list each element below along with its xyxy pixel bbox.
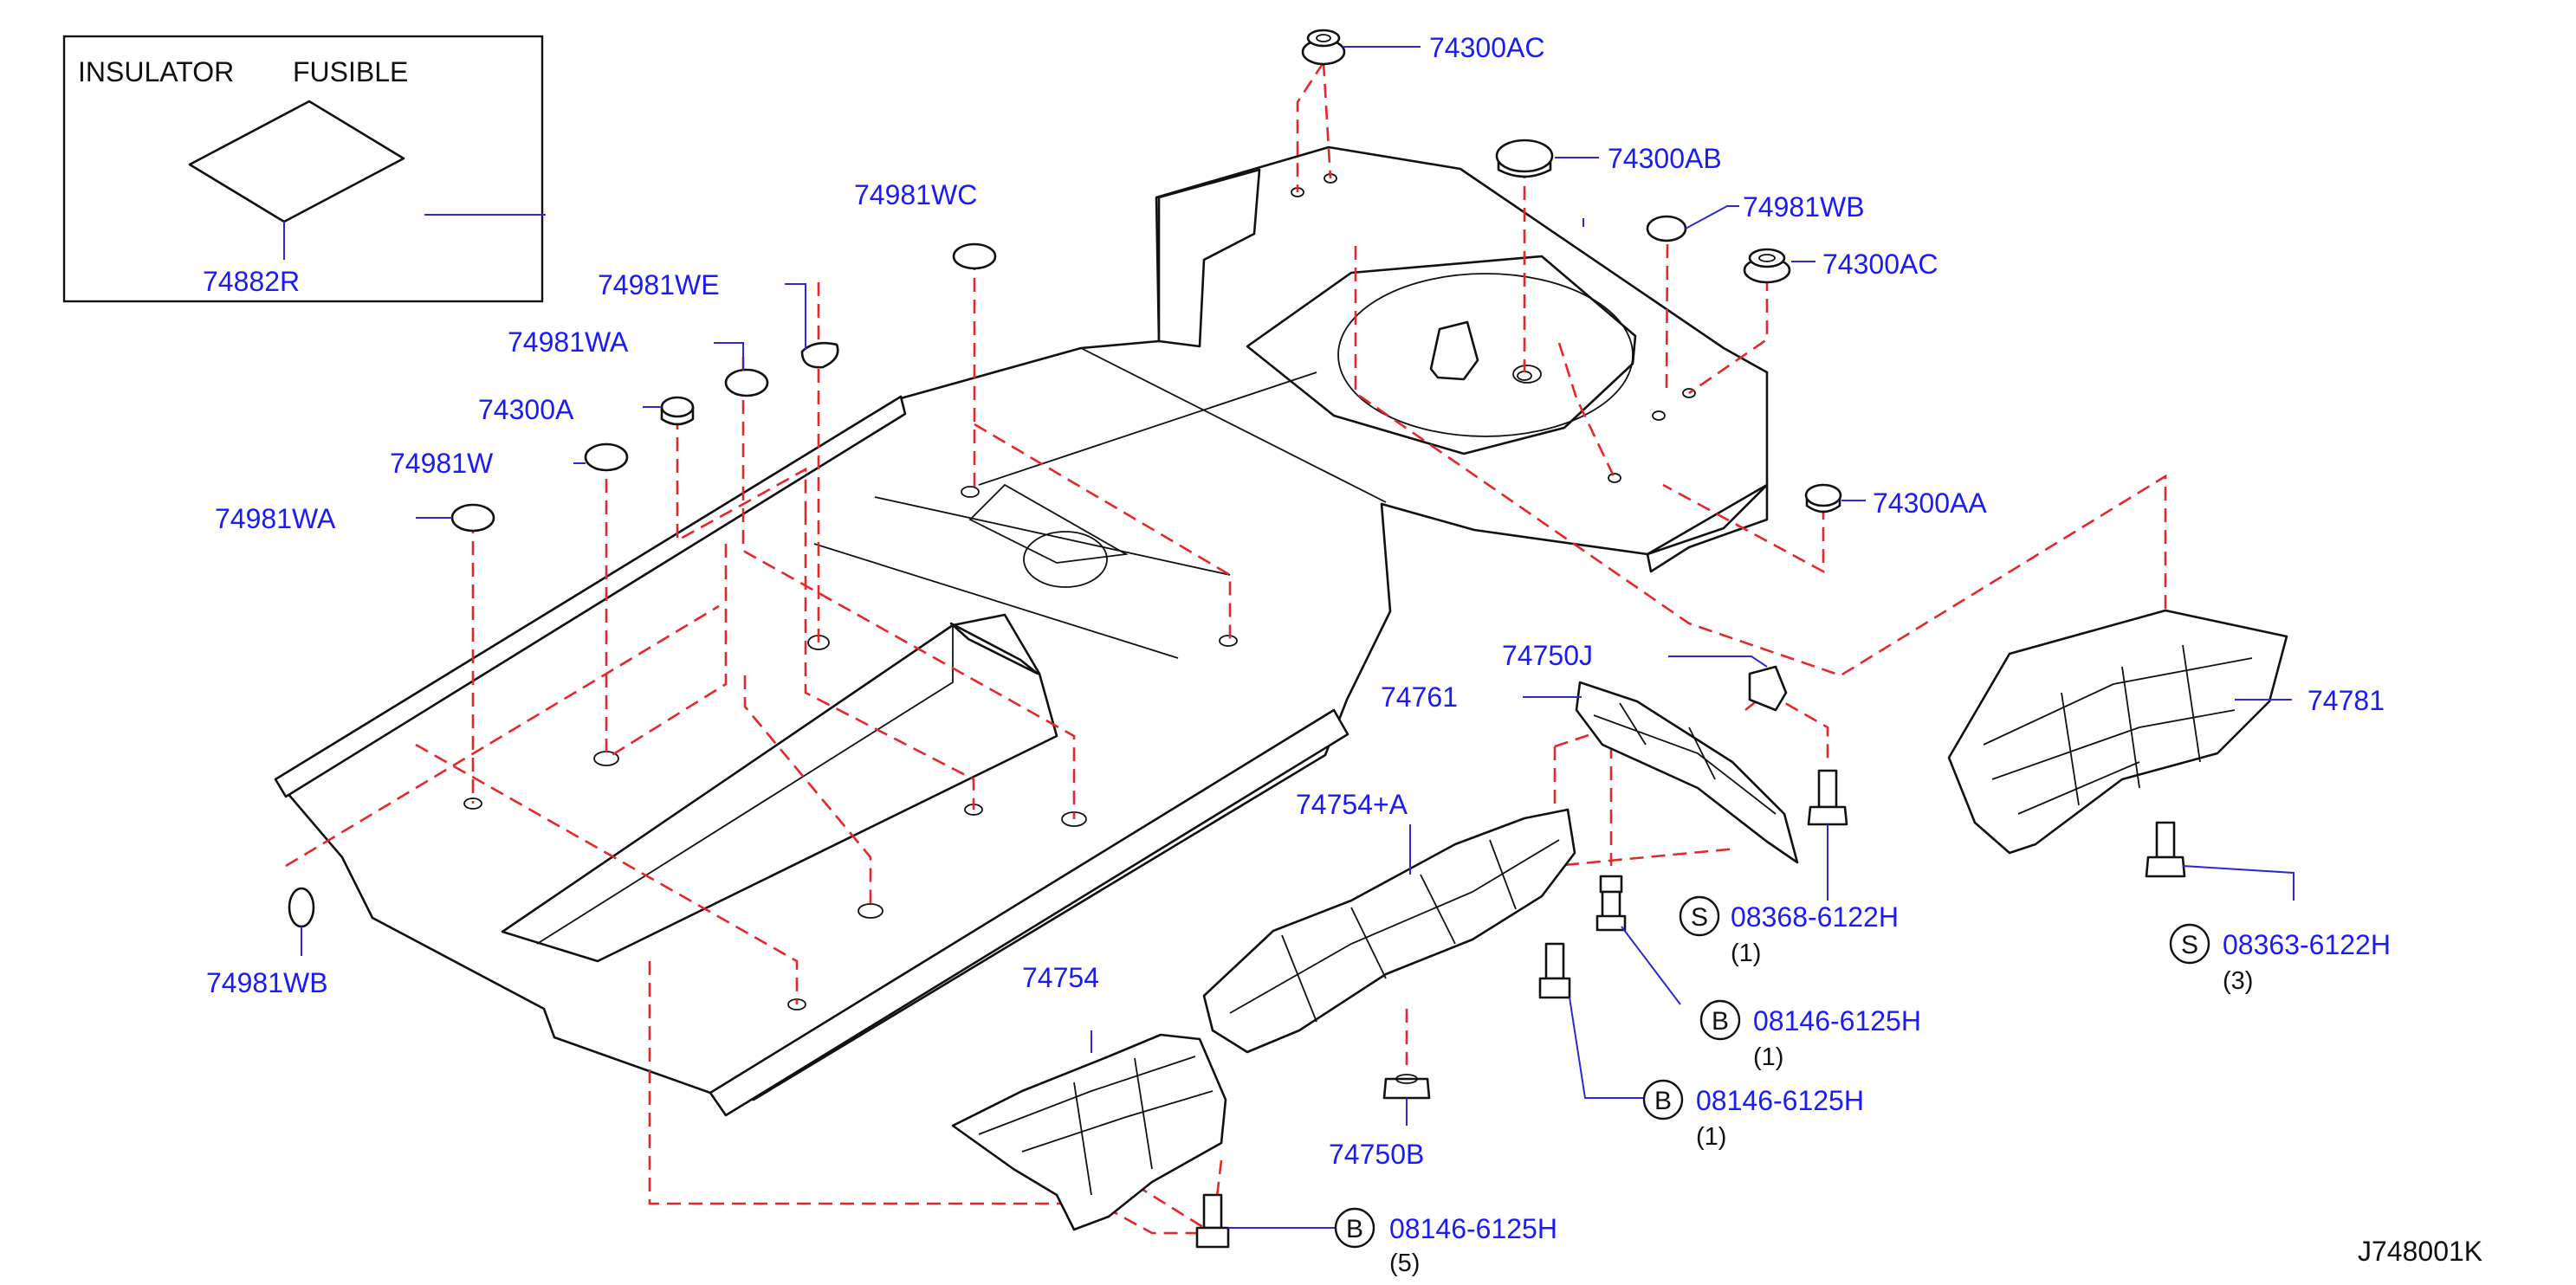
inset-box: INSULATOR FUSIBLE 74882R: [62, 35, 544, 303]
part-number-labels: 74300AC 74300AB 74981WB 74300AC 74981WC …: [206, 32, 2385, 1170]
inset-label-insulator: INSULATOR: [78, 56, 234, 87]
fastener-callouts: S 08368-6122H (1) S 08363-6122H (3) B 08…: [1334, 895, 2391, 1277]
part-number-74981WB-bottom[interactable]: 74981WB: [206, 967, 328, 998]
right-side-rail-shape: [709, 708, 1349, 1117]
part-number-74981WE[interactable]: 74981WE: [598, 269, 720, 300]
rear-floor-section-shape: [1157, 168, 1261, 348]
part-number-74300A[interactable]: 74300A: [478, 394, 574, 425]
plug-74300A-icon: [660, 396, 695, 426]
part-number-74981WC[interactable]: 74981WC: [854, 179, 977, 210]
fastener-part-number: 08146-6125H: [1696, 1085, 1864, 1116]
part-number-74761[interactable]: 74761: [1381, 681, 1458, 713]
grommet-74300AC-mid-icon: [1743, 248, 1791, 284]
fastener-b-08146-lower[interactable]: B 08146-6125H (5): [1334, 1207, 1557, 1277]
fastener-s-08363[interactable]: S 08363-6122H (3): [2169, 923, 2391, 995]
fastener-s-08368[interactable]: S 08368-6122H (1): [1679, 895, 1899, 967]
fastener-symbol: B: [1654, 1087, 1672, 1115]
plug-74300AB-icon: [1495, 139, 1554, 178]
drawing-reference-code: J748001K: [2358, 1236, 2482, 1267]
fastener-symbol: B: [1346, 1215, 1363, 1243]
plug-74981WA-upper-icon: [724, 368, 769, 397]
inset-label-fusible: FUSIBLE: [293, 56, 408, 87]
bolt-08146-mid-icon: [1538, 942, 1571, 999]
part-number-74981WA-upper[interactable]: 74981WA: [508, 326, 629, 358]
part-number-74981W[interactable]: 74981W: [390, 448, 494, 479]
plug-74981W-icon: [584, 442, 629, 472]
part-number-74300AC-mid[interactable]: 74300AC: [1822, 249, 1938, 280]
part-number-74750B[interactable]: 74750B: [1329, 1139, 1424, 1170]
floor-panel-assembly: [274, 145, 1769, 1117]
plug-74300AA-icon: [1804, 483, 1842, 513]
plug-74981WB-top-icon: [1646, 215, 1687, 242]
left-side-rail-shape: [274, 395, 907, 798]
fastener-quantity: (1): [1696, 1123, 1726, 1151]
fastener-symbol: S: [2181, 931, 2198, 959]
plugs: [288, 29, 1842, 928]
part-number-74981WA-lower[interactable]: 74981WA: [215, 503, 336, 534]
grommet-74300AC-top-icon: [1301, 29, 1346, 66]
plug-74981WB-bottom-icon: [288, 887, 315, 928]
part-number-74750J[interactable]: 74750J: [1502, 640, 1593, 671]
fastener-quantity: (1): [1753, 1043, 1783, 1071]
fastener-symbol: S: [1691, 903, 1708, 932]
part-number-74781[interactable]: 74781: [2307, 685, 2385, 716]
insulator-74761-shape: [1575, 681, 1799, 864]
part-number-74300AB[interactable]: 74300AB: [1608, 143, 1722, 174]
plug-74981WE-icon: [800, 341, 839, 369]
nut-74750B-icon: [1382, 1074, 1431, 1100]
leader-lines: [301, 46, 2294, 1229]
fastener-quantity: (3): [2223, 967, 2253, 995]
bolt-08368-icon: [1807, 769, 1848, 826]
fastener-part-number: 08146-6125H: [1753, 1005, 1921, 1036]
insulator-74754A-shape: [1202, 808, 1576, 1054]
fastener-part-number: 08146-6125H: [1389, 1213, 1557, 1244]
plug-74981WA-lower-icon: [450, 503, 495, 533]
bolt-08363-icon: [2145, 821, 2186, 878]
part-number-74300AC-top[interactable]: 74300AC: [1429, 32, 1544, 63]
part-number-74981WB-top[interactable]: 74981WB: [1743, 191, 1865, 223]
insulator-74781-shape: [1947, 609, 2288, 855]
fastener-b-08146-upper[interactable]: B 08146-6125H (1): [1699, 999, 1921, 1071]
fastener-quantity: (5): [1389, 1249, 1420, 1277]
part-number-74882R[interactable]: 74882R: [203, 266, 300, 297]
plug-74981WC-icon: [952, 242, 997, 270]
insulator-74754-shape: [951, 1033, 1227, 1231]
bracket-74750J-shape: [1748, 665, 1788, 712]
heat-insulators: [951, 609, 2288, 1231]
fasteners-graphics: [1195, 769, 2186, 1249]
fastener-part-number: 08363-6122H: [2223, 929, 2391, 960]
part-number-74754A[interactable]: 74754+A: [1296, 789, 1408, 820]
fastener-part-number: 08368-6122H: [1731, 901, 1899, 933]
bolt-08146-upper-icon: [1595, 875, 1627, 932]
fastener-symbol: B: [1712, 1007, 1729, 1036]
fastener-quantity: (1): [1731, 940, 1761, 967]
part-number-74754[interactable]: 74754: [1022, 962, 1099, 993]
part-number-74300AA[interactable]: 74300AA: [1873, 488, 1987, 519]
bolt-08146-lower-icon: [1195, 1193, 1230, 1249]
fastener-b-08146-mid[interactable]: B 08146-6125H (1): [1642, 1079, 1864, 1151]
installation-lines: [285, 61, 2167, 1235]
